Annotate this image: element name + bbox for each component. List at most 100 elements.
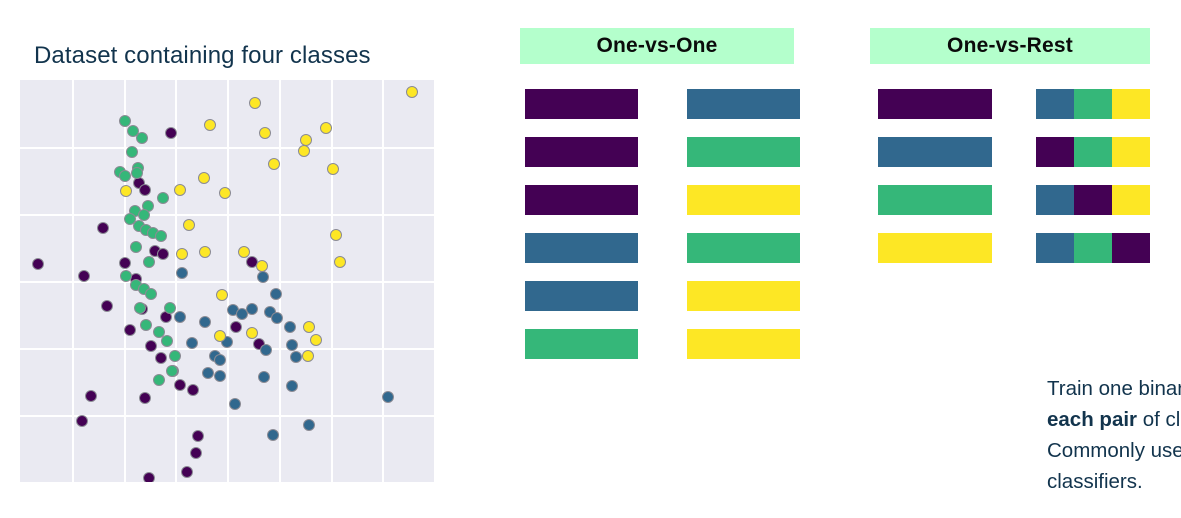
class-swatch-purple [878, 89, 992, 119]
scatter-point-purple [85, 390, 97, 402]
scatter-point-purple [230, 321, 242, 333]
scatter-point-yellow [174, 184, 186, 196]
scatter-point-green [134, 302, 146, 314]
gridline-horizontal [20, 415, 434, 417]
scatter-point-yellow [256, 260, 268, 272]
class-swatch-yellow [687, 281, 800, 311]
scatter-point-green [143, 256, 155, 268]
one-vs-rest-right-bar [1036, 185, 1150, 215]
scatter-point-yellow [298, 145, 310, 157]
scatter-point-purple [143, 472, 155, 482]
scatter-point-yellow [249, 97, 261, 109]
scatter-point-green [166, 365, 178, 377]
scatter-point-yellow [199, 246, 211, 258]
scatter-point-blue [284, 321, 296, 333]
one-vs-one-row [520, 137, 810, 167]
class-swatch-yellow [1111, 185, 1150, 215]
class-swatch-green [878, 185, 992, 215]
class-swatch-blue [1036, 233, 1074, 263]
scatter-point-purple [155, 352, 167, 364]
one-vs-one-row [520, 185, 810, 215]
scatter-point-yellow [310, 334, 322, 346]
scatter-point-purple [78, 270, 90, 282]
one-vs-one-header: One-vs-One [520, 28, 794, 64]
gridline-horizontal [20, 348, 434, 350]
one-vs-rest-row [870, 137, 1170, 167]
class-swatch-purple [525, 185, 638, 215]
scatter-point-yellow [334, 256, 346, 268]
one-vs-one-row [520, 281, 810, 311]
one-vs-one-caption-part-1: each pair [1047, 408, 1138, 431]
scatter-point-blue [290, 351, 302, 363]
scatter-point-yellow [204, 119, 216, 131]
gridline-horizontal [20, 214, 434, 216]
scatter-point-blue [214, 354, 226, 366]
scatter-point-blue [236, 308, 248, 320]
one-vs-one-right-bar [687, 185, 800, 215]
scatter-point-yellow [238, 246, 250, 258]
scatter-point-purple [157, 248, 169, 260]
one-vs-one-row [520, 89, 810, 119]
scatter-point-purple [32, 258, 44, 270]
one-vs-one-left-bar [525, 233, 638, 263]
scatter-point-green [153, 374, 165, 386]
scatter-point-purple [139, 184, 151, 196]
scatter-point-green [145, 288, 157, 300]
scatter-point-purple [97, 222, 109, 234]
scatter-point-yellow [327, 163, 339, 175]
class-swatch-green [687, 137, 800, 167]
class-swatch-blue [525, 233, 638, 263]
class-swatch-yellow [1111, 89, 1150, 119]
class-swatch-yellow [878, 233, 992, 263]
class-swatch-purple [525, 137, 638, 167]
scatter-point-blue [260, 344, 272, 356]
scatter-point-purple [139, 392, 151, 404]
gridline-horizontal [20, 281, 434, 283]
scatter-point-blue [174, 311, 186, 323]
class-swatch-green [687, 233, 800, 263]
scatter-point-yellow [120, 185, 132, 197]
scatter-point-yellow [246, 327, 258, 339]
scatter-point-blue [199, 316, 211, 328]
scatter-point-yellow [303, 321, 315, 333]
scatter-point-green [120, 270, 132, 282]
scatter-point-green [157, 192, 169, 204]
scatter-point-purple [119, 257, 131, 269]
class-swatch-green [525, 329, 638, 359]
scatter-point-blue [382, 391, 394, 403]
one-vs-rest-right-bar [1036, 137, 1150, 167]
class-swatch-yellow [687, 185, 800, 215]
class-swatch-blue [525, 281, 638, 311]
class-swatch-green [1073, 137, 1112, 167]
one-vs-one-caption: Train one binary model for each pair of … [1047, 373, 1181, 497]
scatter-point-green [164, 302, 176, 314]
scatter-point-blue [286, 380, 298, 392]
class-swatch-blue [1036, 89, 1074, 119]
one-vs-rest-row [870, 185, 1170, 215]
scatter-point-blue [267, 429, 279, 441]
one-vs-one-right-bar [687, 89, 800, 119]
scatter-point-purple [145, 340, 157, 352]
scatter-panel: Dataset containing four classes [0, 0, 470, 518]
scatter-point-green [136, 132, 148, 144]
scatter-point-green [155, 230, 167, 242]
one-vs-rest-left-bar [878, 233, 992, 263]
class-swatch-blue [1036, 185, 1074, 215]
one-vs-rest-row [870, 233, 1170, 263]
scatter-point-yellow [198, 172, 210, 184]
scatter-point-green [130, 241, 142, 253]
scatter-point-yellow [406, 86, 418, 98]
scatter-point-green [161, 335, 173, 347]
scatter-point-blue [214, 370, 226, 382]
page-title: Dataset containing four classes [34, 42, 371, 69]
one-vs-one-caption-part-0: Train one binary model for [1047, 377, 1181, 400]
scatter-point-blue [229, 398, 241, 410]
scatter-point-green [119, 115, 131, 127]
one-vs-rest-left-bar [878, 185, 992, 215]
gridline-horizontal [20, 147, 434, 149]
one-vs-rest-right-bar [1036, 89, 1150, 119]
scatter-point-yellow [219, 187, 231, 199]
one-vs-one-left-bar [525, 281, 638, 311]
scatter-point-yellow [176, 248, 188, 260]
one-vs-one-right-bar [687, 137, 800, 167]
